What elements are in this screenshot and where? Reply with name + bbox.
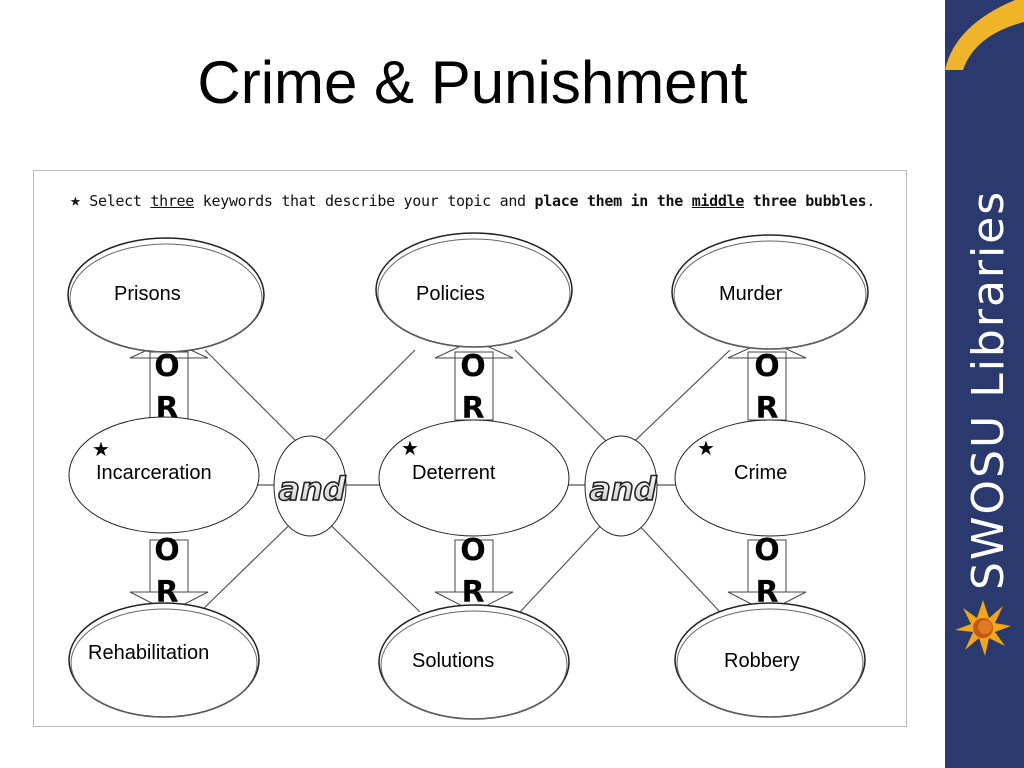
or-letter-o: O	[154, 349, 180, 384]
sun-icon	[955, 600, 1011, 656]
keyword-diagram: O R O R O R O R O R O R and and	[67, 232, 869, 720]
keyword-label: Incarceration	[96, 462, 212, 484]
and-label-1: and	[278, 470, 346, 508]
logo-graphic	[945, 0, 1024, 656]
keyword-label: Policies	[416, 283, 485, 305]
keyword-label: Murder	[719, 283, 783, 305]
or-letter-o: O	[154, 533, 180, 568]
star-icon: ★	[92, 437, 110, 461]
and-bubble-1	[273, 435, 347, 537]
sidebar-banner: SWOSU Libraries	[945, 0, 1024, 768]
or-letter-r: R	[755, 391, 778, 426]
star-icon: ★	[69, 190, 81, 211]
keyword-label: Rehabilitation	[88, 642, 210, 664]
or-arrow-col2	[434, 339, 514, 613]
instruction-text: ★ Select three keywords that describe yo…	[69, 190, 876, 211]
logo-arc	[945, 0, 1024, 70]
bubble-col1-middle	[68, 416, 260, 534]
keyword-label: Crime	[734, 462, 788, 484]
keyword-label: Solutions	[412, 650, 495, 672]
or-letter-r: R	[461, 575, 484, 610]
keyword-label: Robbery	[724, 650, 800, 672]
star-icon: ★	[401, 436, 419, 460]
or-letter-r: R	[461, 391, 484, 426]
or-letter-o: O	[754, 349, 780, 384]
swosu-libraries-logo: SWOSU Libraries	[963, 189, 1014, 590]
or-letter-o: O	[460, 533, 486, 568]
and-label-2: and	[589, 470, 657, 508]
bubble-col2-middle	[378, 419, 570, 537]
keyword-label: Deterrent	[412, 462, 496, 484]
and-bubble-2	[584, 435, 658, 537]
keyword-label: Prisons	[114, 283, 181, 305]
or-letter-r: R	[755, 575, 778, 610]
page-title: Crime & Punishment	[197, 49, 748, 116]
bubble-col3-middle	[674, 419, 866, 537]
or-letter-o: O	[754, 533, 780, 568]
or-letter-r: R	[155, 575, 178, 610]
or-letter-o: O	[460, 349, 486, 384]
star-icon: ★	[697, 436, 715, 460]
